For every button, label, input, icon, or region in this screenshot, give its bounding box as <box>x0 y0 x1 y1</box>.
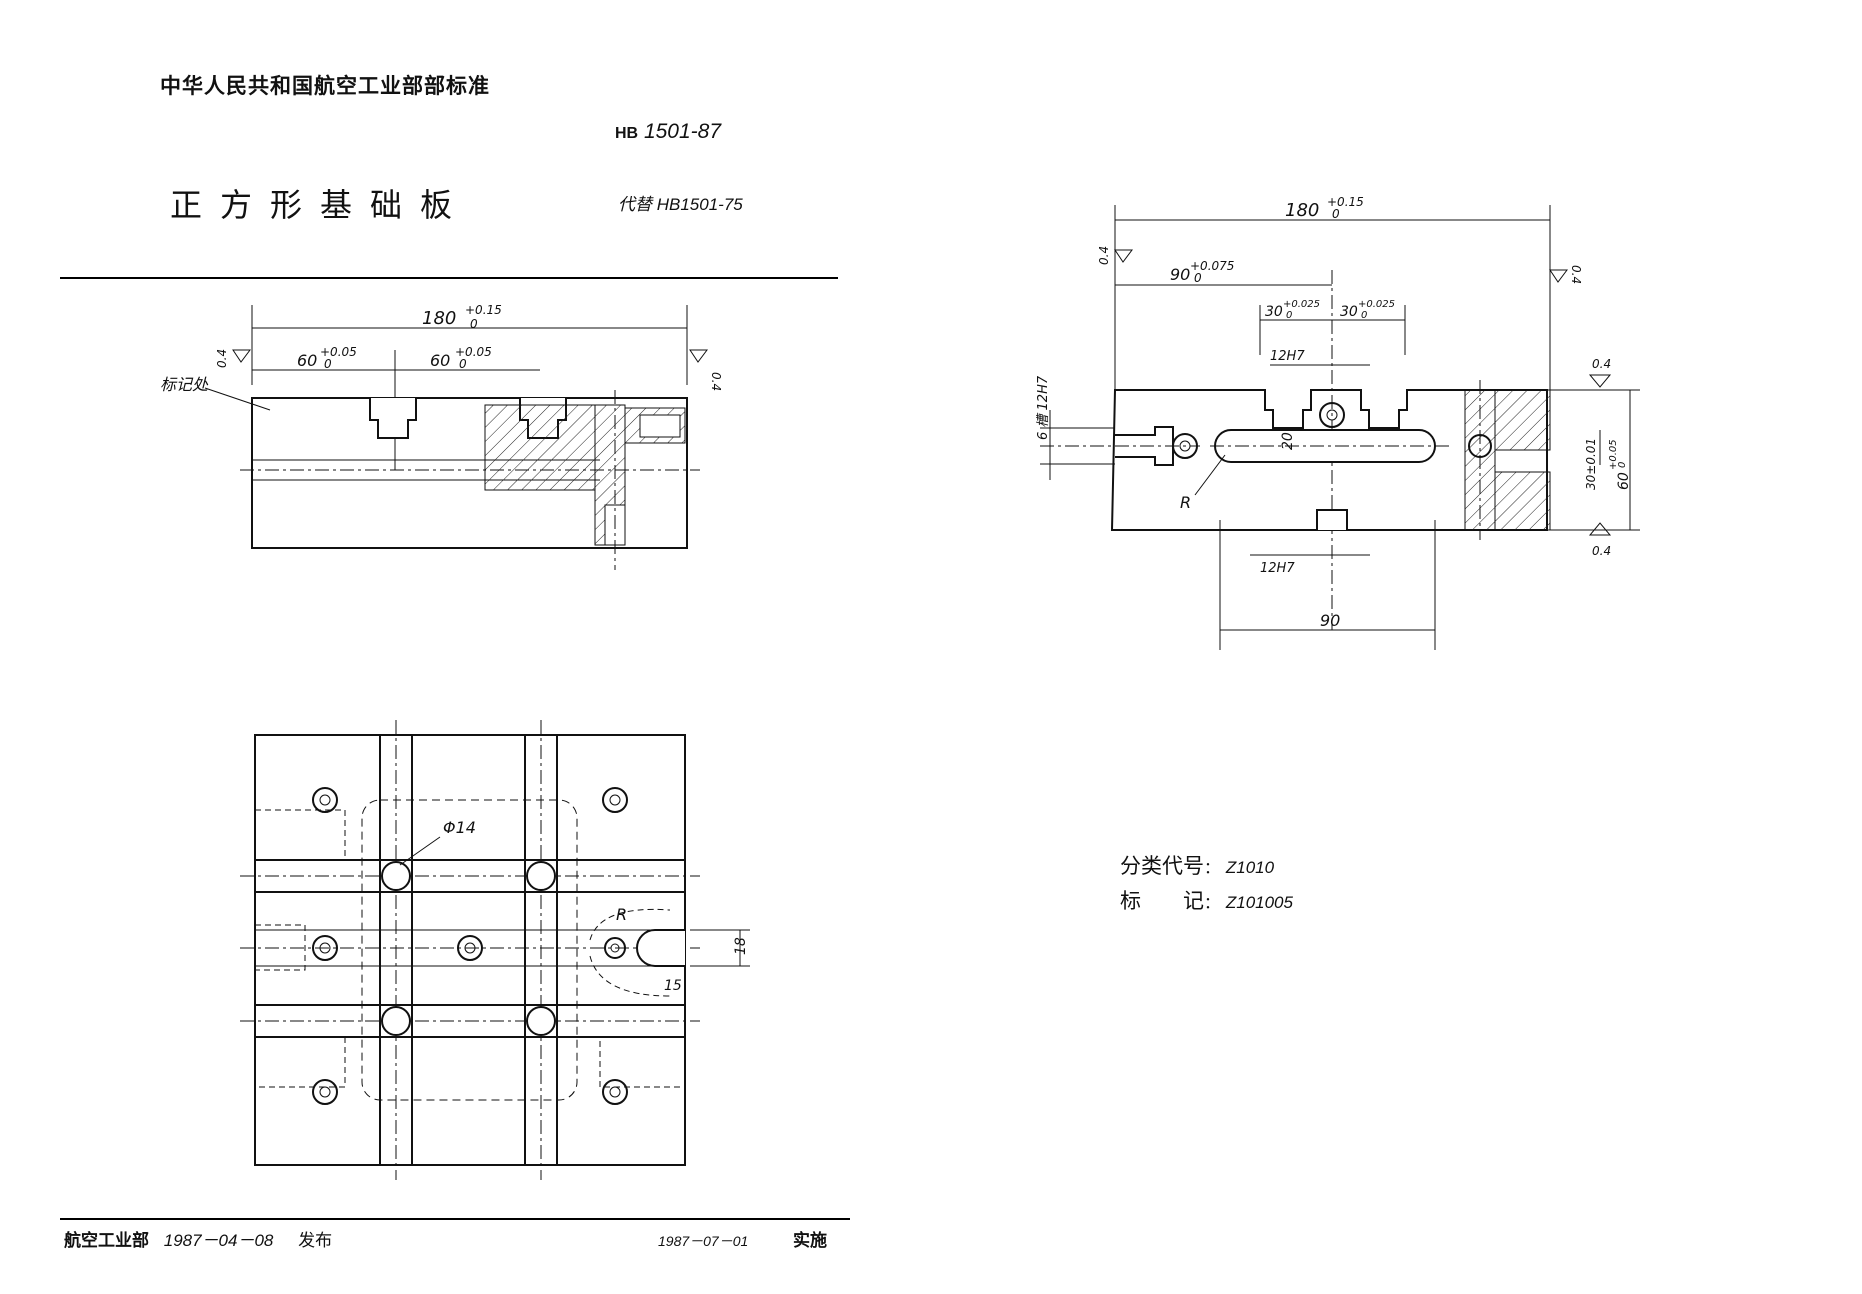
right-roughness-1: 0.4 <box>1097 246 1111 265</box>
overall-dim-text: 180 <box>422 308 456 329</box>
right-slot-tol-upper-1: +0.025 <box>1283 299 1320 310</box>
slot-tol-lower-1: 0 <box>324 357 332 371</box>
standard-prefix: HB <box>615 125 639 142</box>
right-overall-dim: 180 <box>1285 200 1319 221</box>
classification-mark-value: Z101005 <box>1225 893 1293 912</box>
classification-mark: 标 记： Z101005 <box>1120 890 1293 913</box>
footer-issuer: 航空工业部 <box>64 1231 149 1250</box>
slot-width-20: 20 <box>1280 432 1296 450</box>
classification-code-value: Z1010 <box>1225 858 1275 877</box>
right-roughness-3: 0.4 <box>1592 357 1611 371</box>
slot-tol-upper-1: +0.05 <box>320 345 357 359</box>
footer-issue: 航空工业部 1987－04－08 发布 <box>64 1226 332 1251</box>
right-roughness-4: 0.4 <box>1592 544 1611 558</box>
document-title: 正方形基础板 <box>170 186 471 224</box>
right-radius-label: R <box>1180 493 1191 512</box>
issuing-organization: 中华人民共和国航空工业部部标准 <box>160 75 490 98</box>
right-half-dim: 90 <box>1170 265 1190 284</box>
slot-tol-upper-2: +0.05 <box>455 345 492 359</box>
right-overall-tol-upper: +0.15 <box>1327 195 1364 209</box>
bottom-dim-90: 90 <box>1320 611 1340 630</box>
classification-code: 分类代号： Z1010 <box>1120 855 1275 878</box>
classification-mark-label: 标 记 <box>1120 890 1204 913</box>
slot-pitch-dim-2: 60 <box>430 351 450 370</box>
slot-tol-lower-2: 0 <box>459 357 467 371</box>
overall-tol-upper: +0.15 <box>465 303 502 317</box>
roughness-right: 0.4 <box>709 372 723 391</box>
footer-effective-word: 实施 <box>793 1231 828 1250</box>
classification-code-label: 分类代号 <box>1120 855 1204 878</box>
roughness-left: 0.4 <box>215 349 229 368</box>
footer-rule <box>60 1218 850 1220</box>
footer-effective: 1987－07－01 实施 <box>658 1226 827 1251</box>
groove-note: 6 槽 12H7 <box>1036 375 1051 440</box>
overall-tol-lower: 0 <box>470 317 478 331</box>
bottom-fit: 12H7 <box>1260 561 1295 576</box>
height-tol-upper: +0.05 <box>1608 439 1619 470</box>
hole-dia-label: Φ14 <box>443 818 476 837</box>
right-overall-tol-lower: 0 <box>1332 207 1340 221</box>
mark-location-label: 标记处 <box>160 375 209 394</box>
right-slot-tol-lower-2: 0 <box>1361 310 1367 321</box>
right-half-tol-upper: +0.075 <box>1190 259 1234 273</box>
right-slot-tol-upper-2: +0.025 <box>1358 299 1395 310</box>
footer-effective-date: 1987－07－01 <box>658 1233 749 1249</box>
height-tol-lower: 0 <box>1617 462 1628 468</box>
height-30: 30±0.01 <box>1584 438 1598 490</box>
right-end-view: 180 +0.15 0 90 +0.075 0 30 +0.025 0 30 +… <box>1036 195 1640 650</box>
right-half-tol-lower: 0 <box>1194 271 1202 285</box>
standard-number: HB 1501-87 <box>615 120 721 144</box>
radius-label-plan: R <box>616 905 627 924</box>
right-roughness-2: 0.4 <box>1569 265 1583 284</box>
footer-issue-date: 1987－04－08 <box>163 1231 274 1250</box>
left-elevation-view: 180 +0.15 0 60 +0.05 0 60 +0.05 0 0.4 0.… <box>160 303 723 570</box>
slot-pitch-dim-1: 60 <box>297 351 317 370</box>
left-plan-view: 18 R 15 Φ14 <box>240 720 750 1180</box>
slot-width-18: 18 <box>733 937 749 955</box>
right-slot-tol-lower-1: 0 <box>1286 310 1292 321</box>
right-slot-dim-1: 30 <box>1265 304 1283 320</box>
replaces-note: 代替 HB1501-75 <box>618 195 743 214</box>
footer-issue-word: 发布 <box>298 1231 333 1250</box>
right-slot-dim-2: 30 <box>1340 304 1358 320</box>
height-60: 60 <box>1616 472 1632 490</box>
header-rule <box>60 277 838 279</box>
standard-number-value: 1501-87 <box>643 120 722 143</box>
right-slot-fit: 12H7 <box>1270 349 1305 364</box>
dim-15: 15 <box>664 978 682 994</box>
